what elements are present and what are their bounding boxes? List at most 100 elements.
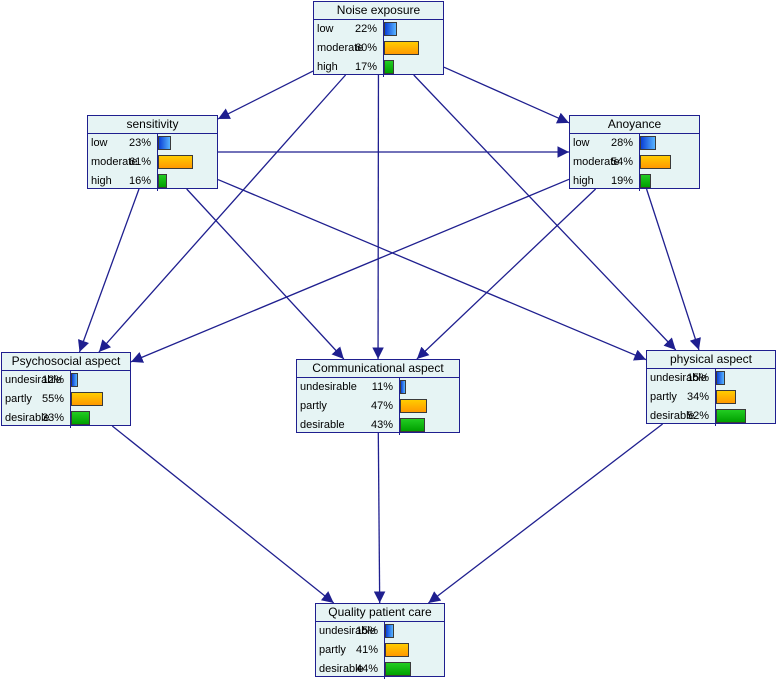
row-separator	[399, 416, 400, 435]
row-separator	[70, 371, 71, 390]
state-percent: 15%	[355, 625, 378, 637]
edge-comm-to-qpc	[373, 432, 386, 604]
state-percent: 19%	[610, 175, 633, 187]
node-title: Psychosocial aspect	[2, 353, 130, 371]
state-percent: 60%	[354, 42, 377, 54]
edge-sens-to-psych	[78, 188, 140, 353]
state-percent: 16%	[128, 175, 151, 187]
probability-bar	[385, 643, 409, 657]
edge-noise-to-phys	[413, 74, 677, 351]
edge-anoy-to-comm	[416, 188, 597, 360]
edge-sens-to-comm	[186, 188, 345, 360]
probability-bar	[384, 60, 394, 74]
state-percent: 61%	[128, 156, 151, 168]
state-percent: 41%	[355, 644, 378, 656]
probability-bar	[384, 41, 419, 55]
probability-bar	[640, 136, 656, 150]
probability-bar	[716, 409, 746, 423]
edge-noise-to-sens	[217, 70, 314, 120]
state-label: desirable	[319, 663, 364, 675]
probability-bar	[71, 392, 103, 406]
state-label: desirable	[5, 412, 50, 424]
probability-bar	[716, 390, 736, 404]
state-percent: 34%	[686, 391, 709, 403]
edge-anoy-to-psych	[130, 178, 570, 363]
row-separator	[399, 378, 400, 397]
state-label: partly	[300, 400, 327, 412]
row-separator	[715, 388, 716, 407]
probability-bar	[158, 136, 171, 150]
edge-noise-to-psych	[98, 74, 347, 353]
state-label: low	[317, 23, 334, 35]
state-row-low[interactable]: low 23%	[88, 134, 217, 153]
row-separator	[715, 407, 716, 426]
edge-sens-to-phys	[217, 178, 647, 361]
node-title: sensitivity	[88, 116, 217, 134]
state-row-low[interactable]: low 22%	[314, 20, 443, 39]
row-separator	[70, 390, 71, 409]
row-separator	[383, 58, 384, 77]
state-label: moderate	[573, 156, 620, 168]
row-separator	[383, 39, 384, 58]
state-percent: 54%	[610, 156, 633, 168]
state-percent: 52%	[686, 410, 709, 422]
row-separator	[639, 172, 640, 191]
state-label: low	[91, 137, 108, 149]
row-separator	[715, 369, 716, 388]
probability-bar	[400, 380, 406, 394]
probability-bar	[71, 411, 90, 425]
state-percent: 22%	[354, 23, 377, 35]
row-separator	[639, 134, 640, 153]
probability-bar	[71, 373, 78, 387]
state-percent: 12%	[41, 374, 64, 386]
row-separator	[384, 660, 385, 679]
state-label: low	[573, 137, 590, 149]
probability-bar	[716, 371, 725, 385]
state-label: partly	[5, 393, 32, 405]
state-percent: 28%	[610, 137, 633, 149]
row-separator	[384, 641, 385, 660]
state-percent: 43%	[370, 419, 393, 431]
probability-bar	[400, 418, 425, 432]
probability-bar	[640, 155, 671, 169]
state-percent: 23%	[128, 137, 151, 149]
row-separator	[383, 20, 384, 39]
probability-bar	[400, 399, 427, 413]
row-separator	[157, 134, 158, 153]
probability-bar	[158, 174, 167, 188]
state-percent: 17%	[354, 61, 377, 73]
node-title: Anoyance	[570, 116, 699, 134]
edge-phys-to-qpc	[428, 423, 663, 604]
row-separator	[157, 153, 158, 172]
state-row-low[interactable]: low 28%	[570, 134, 699, 153]
state-label: undesirable	[300, 381, 357, 393]
state-percent: 15%	[686, 372, 709, 384]
state-label: moderate	[91, 156, 138, 168]
